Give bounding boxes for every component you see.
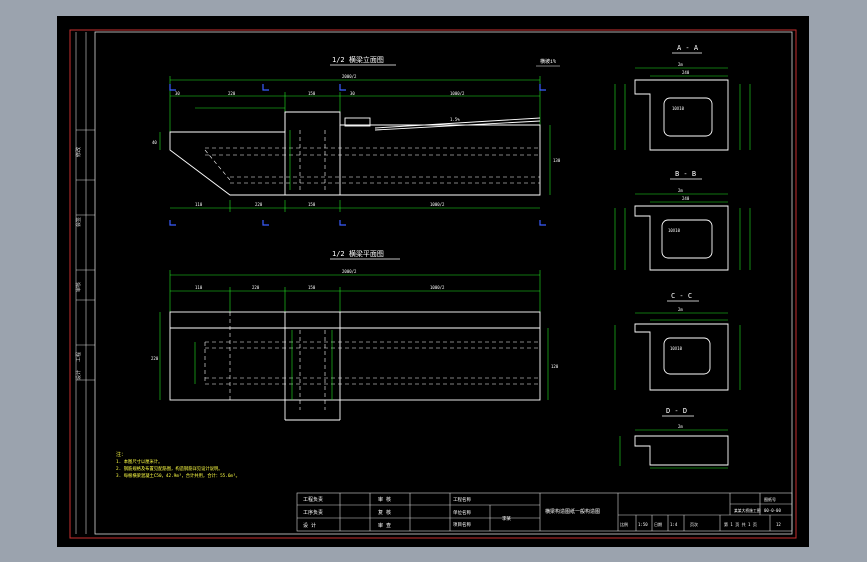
title-block-cell: 1:50 (638, 522, 648, 527)
sheet-number: 12 (776, 522, 781, 527)
dim-label: 30 (350, 91, 355, 96)
dim-label: 130 (553, 158, 561, 163)
drawing-title: 横梁构造图纸一般构造图 (545, 508, 600, 515)
dim-label: 1000/2 (450, 91, 465, 96)
title-block-cell: 页次 (690, 521, 698, 527)
dim-label: 150 (308, 91, 316, 96)
inner-border (94, 31, 793, 535)
plan-beam (169, 311, 541, 421)
section-d-dims (619, 429, 728, 469)
drawing-number-label: 图纸号 (764, 496, 776, 502)
section-width: 2m (678, 62, 683, 67)
title-block-label: 设 计 (303, 522, 316, 529)
title-block-label: 工程负责 (303, 496, 323, 503)
project-name: 某某大桥施工图 (734, 508, 761, 513)
cell-label: 10X10 (672, 106, 685, 111)
drawing-canvas (57, 16, 809, 547)
strip-label: 设计 (75, 370, 82, 380)
cell-label: 10X10 (670, 346, 683, 351)
elevation-note: 横坡i% (540, 58, 556, 65)
section-c-title: C - C (671, 292, 692, 300)
title-block-cell: 日期 (654, 521, 662, 527)
title-block-cell: 1:4 (670, 522, 678, 527)
section-width: 2m (678, 188, 683, 193)
title-block-label: 审 核 (378, 496, 391, 503)
strip-label: 工程 (75, 352, 82, 362)
plan-hidden-lines (204, 312, 540, 410)
drawing-number: 00-0-00 (764, 508, 781, 513)
elevation-dimensions (169, 76, 541, 212)
plan-title: 1/2 横梁平面图 (332, 249, 384, 258)
title-block-grid (296, 492, 793, 532)
dim-label: 150 (308, 202, 316, 207)
section-b-dims (614, 193, 751, 270)
title-block-label: 项目名称 (453, 521, 471, 528)
strip-label: 会签 (75, 217, 82, 227)
title-block-label: 复 核 (378, 509, 391, 516)
dim-label: 220 (252, 285, 260, 290)
section-b-title: B - B (675, 170, 696, 178)
strip-label: 修改 (75, 147, 82, 157)
section-width: 2m (678, 424, 683, 429)
dim-label: 150 (308, 285, 316, 290)
plan-vertical-dims (159, 312, 549, 400)
title-block-label: 工程名称 (453, 496, 471, 503)
strip-label: 审核 (75, 282, 82, 292)
section-b (634, 205, 729, 271)
section-c (634, 323, 729, 391)
cell-label: 10X10 (668, 228, 681, 233)
dim-label: 30 (175, 91, 180, 96)
page-indicator: 第 1 页 共 1 页 (724, 521, 757, 527)
elevation-hidden-lines (204, 130, 540, 190)
overall-dim: 2000/2 (342, 74, 357, 79)
sheet-border (69, 29, 797, 539)
section-d-title: D - D (666, 407, 687, 415)
title-block-label: 单位名称 (453, 509, 471, 516)
title-block-label: 工序负责 (303, 509, 323, 516)
elevation-beam (169, 111, 541, 196)
note-line: 2. 钢筋规格及布置见配筋图，构造钢筋详见设计说明。 (116, 465, 223, 472)
left-strip (75, 32, 95, 534)
section-c-dims (614, 312, 741, 390)
dim-label: 40 (152, 140, 157, 145)
designer-name: 李某 (502, 515, 511, 522)
notes-heading: 注： (116, 451, 126, 458)
section-d (634, 435, 729, 466)
section-inner: 240 (682, 196, 690, 201)
dim-label: 110 (195, 285, 203, 290)
note-line: 1. 本图尺寸以厘米计。 (116, 458, 162, 465)
title-block-cell: 比例 (620, 521, 628, 527)
dim-label: 110 (195, 202, 203, 207)
elevation-title: 1/2 横梁立面图 (332, 55, 384, 64)
overall-dim: 2000/2 (342, 269, 357, 274)
section-inner: 240 (682, 70, 690, 75)
title-block-label: 审 查 (378, 522, 391, 529)
elevation-vertical-dims (159, 125, 551, 195)
section-a-title: A - A (677, 44, 699, 52)
note-line: 3. 每根横梁混凝土C50，42.9m³，合计共用，合计：55.6m³。 (116, 472, 240, 479)
dim-label: 1000/2 (430, 202, 445, 207)
dim-label: 120 (551, 364, 559, 369)
dim-label: 220 (228, 91, 236, 96)
dim-label: 220 (255, 202, 263, 207)
section-a (634, 79, 729, 151)
section-markers (169, 84, 546, 226)
section-a-dims (614, 67, 751, 150)
slope-label: 1.5% (450, 117, 460, 122)
dim-label: 1000/2 (430, 285, 445, 290)
section-width: 2m (678, 307, 683, 312)
plan-dimensions (169, 270, 541, 312)
dim-label: 220 (151, 356, 159, 361)
